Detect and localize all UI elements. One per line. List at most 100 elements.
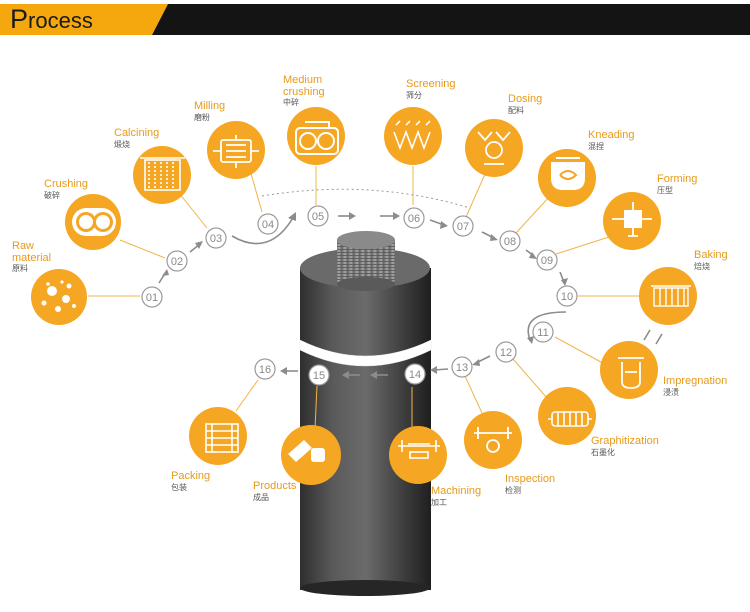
label-medium-crushing-en: Medium crushing [283, 74, 325, 98]
arrow-head-07-08 [490, 234, 498, 241]
header-background [0, 4, 750, 35]
step-number-circle-16 [254, 358, 276, 380]
electrode-nipple-top [337, 231, 395, 249]
label-medium-crushing: Medium crushing 中碎 [283, 74, 329, 108]
label-kneading-zh: 混捏 [588, 141, 604, 151]
connector-04 [249, 169, 263, 213]
step-number-12: 12 [500, 347, 512, 359]
arrow-head-01-02 [162, 269, 169, 276]
step-number-03: 03 [210, 233, 222, 245]
icon-glyphs [41, 120, 691, 462]
label-machining-zh: 加工 [431, 497, 447, 507]
label-raw-material-en: Raw material [12, 240, 52, 264]
particles-icon [41, 280, 76, 312]
label-packing: Packing 包装 [171, 470, 211, 492]
connector-08 [515, 195, 551, 234]
packing-crate-icon [205, 423, 239, 453]
label-calcining-en: Calcining [114, 127, 160, 139]
label-graphitization-zh: 石墨化 [591, 447, 615, 457]
label-machining: Machining 加工 [431, 485, 481, 507]
calcining-furnace-icon [140, 157, 185, 191]
label-baking-en: Baking [694, 249, 728, 261]
page-title-rest: rocess [28, 8, 93, 33]
header-black-band [152, 4, 750, 35]
step-circle-13 [538, 387, 596, 445]
step-number-10: 10 [561, 291, 573, 303]
step-circle-03 [133, 146, 191, 204]
arrow-head-06-dot [393, 212, 400, 220]
label-milling: Milling 磨粉 [194, 100, 225, 122]
connector-03 [178, 192, 208, 229]
step-circle-01 [31, 269, 87, 325]
label-medium-crushing-zh: 中碎 [283, 98, 299, 108]
step-number-13: 13 [456, 362, 468, 374]
arrow-heads [162, 212, 568, 379]
label-inspection: Inspection 检测 [505, 473, 555, 495]
crusher-rollers-icon [72, 208, 116, 236]
step-number-circle-07 [452, 215, 474, 237]
step-number-14: 14 [409, 369, 421, 381]
label-baking-zh: 焙烧 [694, 261, 710, 271]
label-dosing: Dosing 配料 [508, 93, 542, 115]
arrow-head-06-07 [440, 221, 448, 229]
graphitizing-furnace-icon [548, 411, 592, 427]
label-products-zh: 成品 [253, 492, 269, 502]
step-number-circle-10 [556, 285, 578, 307]
step-circle-06 [384, 107, 442, 165]
label-calcining: Calcining 煅烧 [114, 127, 160, 149]
electrode-bottom [300, 580, 430, 596]
step-number-circle-15 [308, 364, 330, 386]
label-raw-material: Raw material 原料 [12, 240, 52, 274]
dosing-icon [477, 131, 511, 165]
connector-07 [465, 173, 486, 218]
connector-lines [88, 166, 640, 430]
label-packing-zh: 包装 [171, 482, 187, 492]
flow-arrows [158, 215, 663, 376]
dotted-arc [261, 188, 471, 209]
connector-13 [512, 358, 548, 399]
lathe-icon [398, 440, 440, 459]
step-number-15: 15 [313, 370, 325, 382]
label-forming-zh: 压型 [657, 185, 673, 195]
label-dosing-zh: 配料 [508, 105, 524, 115]
connector-16 [314, 385, 318, 430]
arrow-head-14-15b [342, 371, 349, 379]
label-raw-material-zh: 原料 [12, 264, 28, 274]
label-graphitization: Graphitization 石墨化 [591, 435, 659, 457]
arrow-head-09-10 [561, 278, 568, 286]
label-crushing-zh: 破碎 [44, 190, 60, 200]
step-number-09: 09 [541, 255, 553, 267]
connector-packing [235, 379, 259, 412]
label-products-en: Products [253, 480, 297, 492]
label-kneading: Kneading 混捏 [588, 129, 635, 151]
label-milling-zh: 磨粉 [194, 112, 210, 122]
electrode-nipple-icon [288, 440, 325, 462]
step-number-01: 01 [146, 292, 158, 304]
step-number-circle-12 [495, 341, 517, 363]
label-products: Products 成品 [253, 480, 297, 502]
arrow-head-02-03 [195, 241, 203, 249]
label-impregnation-en: Impregnation [663, 375, 728, 387]
label-impregnation-zh: 浸渍 [663, 387, 679, 397]
label-packing-en: Packing [171, 470, 211, 482]
header-bar: Process [0, 4, 750, 35]
screen-sieve-icon [393, 120, 431, 151]
page-title: Process [10, 4, 93, 35]
graphite-electrode [299, 231, 432, 596]
label-forming-en: Forming [657, 173, 698, 185]
kiln-icon [651, 285, 691, 307]
arrow-head-08-09 [529, 252, 537, 259]
step-number-circle-06 [403, 207, 425, 229]
arrow-03-04 [231, 215, 295, 245]
step-number-circle-11 [532, 321, 554, 343]
step-number-circle-05 [307, 205, 329, 227]
label-screening-zh: 筛分 [406, 90, 422, 100]
step-number-06: 06 [408, 213, 420, 225]
step-number-circle-03 [205, 227, 227, 249]
step-number-08: 08 [504, 236, 516, 248]
label-calcining-zh: 煅烧 [114, 139, 130, 149]
connector-09 [555, 235, 613, 255]
arrow-head-14-15a [370, 371, 377, 379]
